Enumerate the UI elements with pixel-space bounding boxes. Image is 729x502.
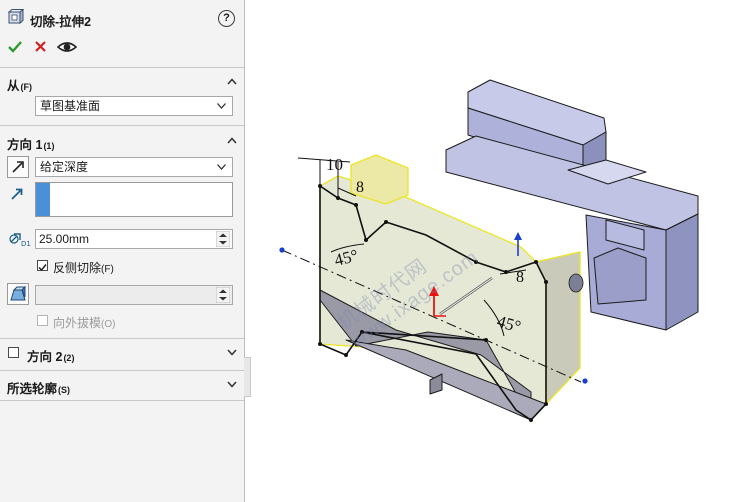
- spin-arrows-icon: [216, 287, 230, 303]
- selected-contours-section-header[interactable]: 所选轮廓(S): [7, 382, 71, 396]
- draft-outward-checkbox: [37, 315, 48, 326]
- flip-side-checkbox[interactable]: [37, 260, 48, 272]
- reverse-direction-button[interactable]: [7, 156, 29, 178]
- dimension-text: 8: [356, 179, 364, 196]
- expand-chevron-icon[interactable]: [227, 381, 237, 388]
- dimension-text: 8: [516, 269, 524, 286]
- draft-toggle-button[interactable]: [7, 283, 29, 305]
- reverse-direction-icon: [12, 161, 24, 173]
- direction2-section-header[interactable]: 方向 2(2): [27, 350, 75, 364]
- graphics-viewport[interactable]: 10 8 45° 8 45°: [246, 0, 729, 502]
- direction1-section-header[interactable]: 方向 1(1): [7, 138, 55, 152]
- draft-outward-label: 向外拔模(O): [53, 316, 116, 330]
- extrude-cut-icon: [8, 9, 24, 25]
- draft-angle-input: [35, 285, 233, 305]
- cancel-x-icon[interactable]: [32, 38, 50, 56]
- action-bar: [6, 38, 86, 58]
- checkmark-icon: [38, 264, 47, 272]
- sketch-profile: [319, 184, 547, 422]
- cut-preview-body: [319, 154, 584, 421]
- centerline-endpoint: [279, 247, 285, 253]
- chevron-down-icon: [217, 103, 226, 109]
- divider: [0, 400, 244, 401]
- depth-input[interactable]: 25.00mm: [35, 229, 233, 249]
- end-condition-select[interactable]: 给定深度: [35, 157, 233, 177]
- feature-header: 切除-拉伸2 ?: [0, 0, 244, 36]
- property-manager-panel: 切除-拉伸2 ? 从(F) 草图基准面 方向 1(1): [0, 0, 245, 502]
- direction2-checkbox[interactable]: [8, 347, 19, 358]
- confirm-check-icon[interactable]: [6, 38, 24, 56]
- draft-icon: [10, 285, 27, 301]
- direction-reference-listbox[interactable]: [35, 182, 233, 217]
- collapse-chevron-icon[interactable]: [227, 137, 237, 144]
- flip-side-label[interactable]: 反侧切除(F): [53, 261, 114, 275]
- feature-title: 切除-拉伸2: [30, 15, 92, 29]
- dimension-lines: [297, 157, 527, 337]
- depth-dimension-icon: D1: [9, 233, 31, 248]
- part-body: [445, 79, 699, 331]
- collapse-chevron-icon[interactable]: [227, 78, 237, 85]
- help-icon[interactable]: ?: [218, 10, 235, 27]
- divider: [0, 125, 244, 126]
- svg-text:D1: D1: [21, 240, 31, 248]
- divider: [0, 67, 244, 68]
- model-canvas: 10 8 45° 8 45°: [279, 79, 699, 422]
- centerline-endpoint: [582, 378, 588, 384]
- start-condition-select[interactable]: 草图基准面: [35, 96, 233, 116]
- divider: [0, 338, 244, 339]
- spin-arrows-icon[interactable]: [216, 231, 230, 247]
- sketch-centerline: [281, 249, 582, 383]
- from-section-header[interactable]: 从(F): [7, 79, 33, 93]
- selection-highlight: [36, 183, 50, 216]
- divider: [0, 370, 244, 371]
- expand-chevron-icon[interactable]: [227, 349, 237, 356]
- dimension-text: 10: [326, 155, 343, 174]
- panel-resize-handle[interactable]: [244, 357, 251, 397]
- extrude-direction-arrow: [429, 232, 522, 317]
- preview-eye-icon[interactable]: [57, 38, 77, 56]
- direction-vector-icon: [11, 188, 23, 200]
- chevron-down-icon: [217, 164, 226, 170]
